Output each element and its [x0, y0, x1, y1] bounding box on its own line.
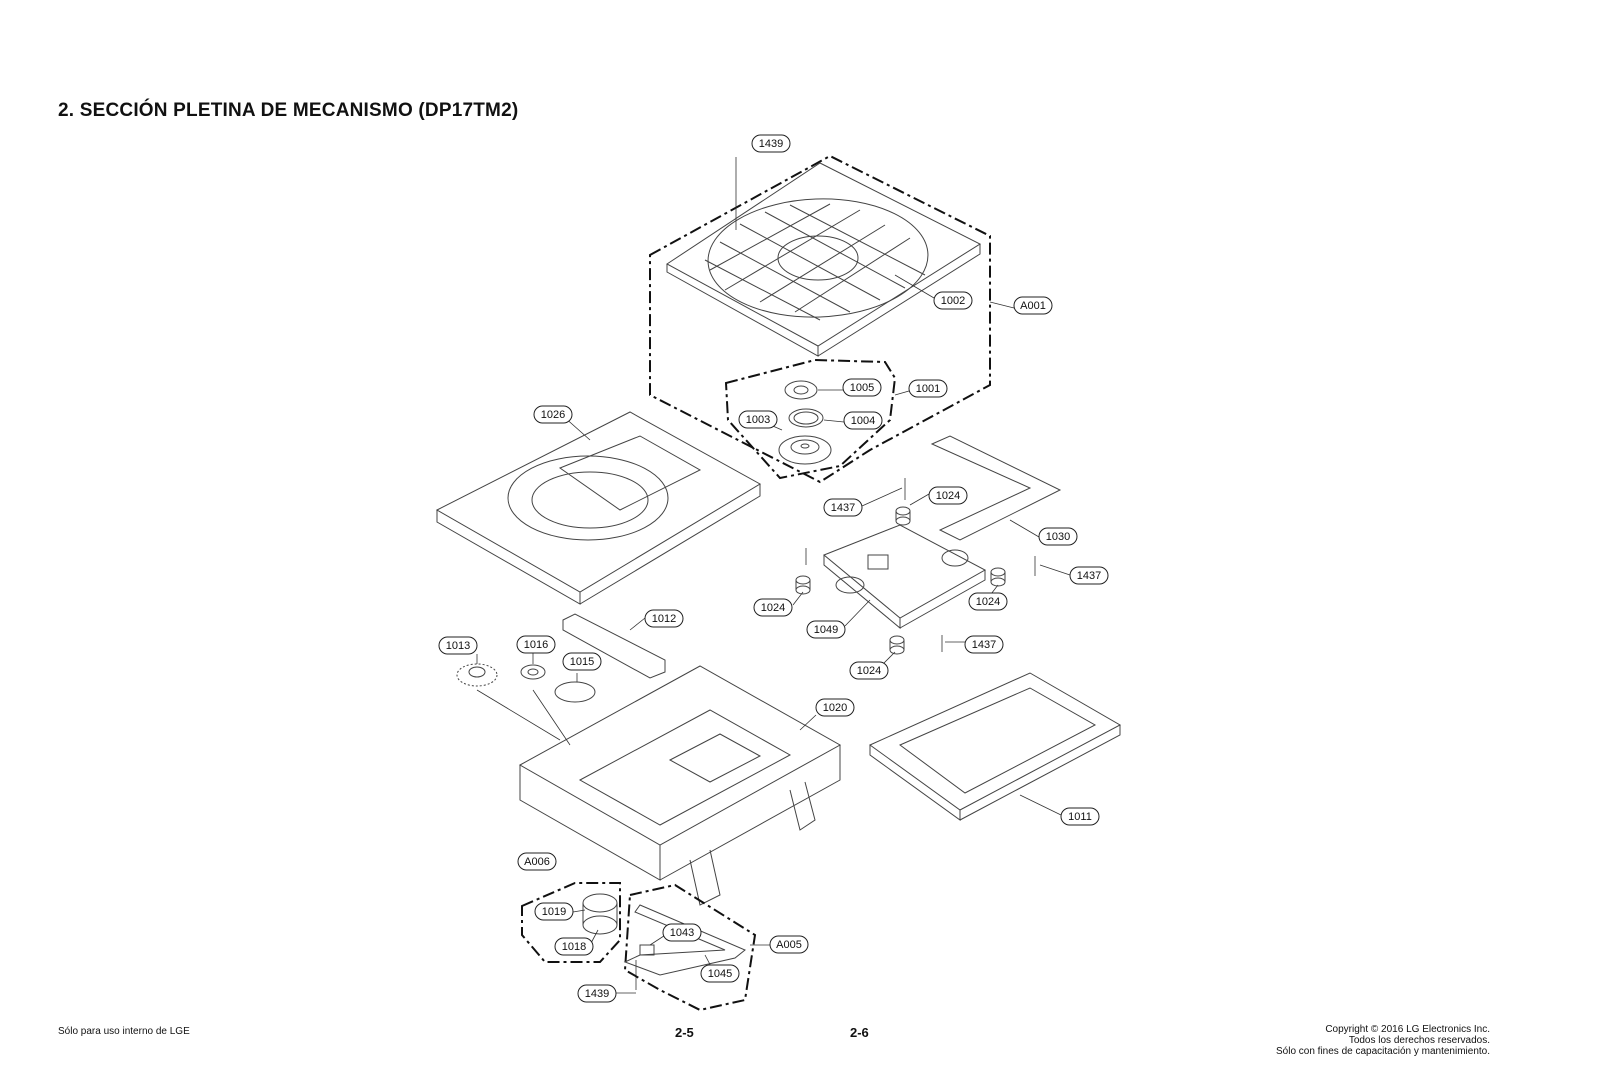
svg-text:A005: A005: [776, 939, 802, 951]
part-1011-bottom-cover: [869, 672, 1122, 821]
part-label: 1016: [516, 635, 556, 654]
leader-lines: [476, 274, 1071, 994]
svg-text:A006: A006: [524, 856, 550, 868]
page-number-left: 2-5: [675, 1025, 694, 1040]
part-label: 1001: [908, 379, 948, 398]
svg-text:1018: 1018: [562, 941, 586, 953]
page-title: 2. SECCIÓN PLETINA DE MECANISMO (DP17TM2…: [58, 100, 519, 121]
svg-text:1024: 1024: [857, 665, 881, 677]
svg-text:1013: 1013: [446, 640, 470, 652]
part-label: 1024: [849, 661, 889, 680]
part-label: 1049: [806, 620, 846, 639]
svg-text:1016: 1016: [524, 639, 548, 651]
part-1004-ring: [788, 408, 824, 428]
part-label: 1018: [554, 937, 594, 956]
part-label: 1030: [1038, 527, 1078, 546]
part-1012-rack: [562, 613, 666, 679]
part-label: 1020: [815, 698, 855, 717]
svg-text:A001: A001: [1020, 300, 1046, 312]
svg-text:1012: 1012: [652, 613, 676, 625]
training-line: Sólo con fines de capacitación y manteni…: [1275, 1046, 1490, 1057]
svg-text:1024: 1024: [761, 602, 785, 614]
part-label: A006: [517, 852, 557, 871]
part-label: 1024: [753, 598, 793, 617]
part-label: 1439: [751, 134, 791, 153]
part-label: 1437: [1069, 566, 1109, 585]
svg-text:1024: 1024: [976, 596, 1000, 608]
svg-text:1439: 1439: [759, 138, 783, 150]
part-label: 1045: [700, 964, 740, 983]
part-1024-damper-b: [795, 575, 811, 595]
svg-text:1005: 1005: [850, 382, 874, 394]
part-label: 1002: [933, 291, 973, 310]
part-label: 1012: [644, 609, 684, 628]
svg-text:1049: 1049: [814, 624, 838, 636]
part-1024-damper-d: [889, 635, 905, 655]
part-label: A001: [1013, 296, 1053, 315]
part-1016-pulley: [520, 664, 546, 680]
part-label: 1019: [534, 902, 574, 921]
svg-text:1024: 1024: [936, 490, 960, 502]
svg-text:1004: 1004: [851, 415, 875, 427]
part-1045-flex-board: [623, 904, 746, 976]
svg-text:1019: 1019: [542, 906, 566, 918]
part-label: 1024: [968, 592, 1008, 611]
copyright-line: Copyright © 2016 LG Electronics Inc.: [1325, 1024, 1490, 1035]
part-label: 1437: [823, 498, 863, 517]
part-label: 1439: [577, 984, 617, 1003]
part-1020-chassis: [518, 665, 842, 906]
part-label: 1026: [533, 405, 573, 424]
footer-internal-use: Sólo para uso interno de LGE: [58, 1026, 190, 1037]
part-1015-belt: [554, 681, 596, 703]
assembly-boundary-1001: [724, 358, 897, 480]
svg-text:1026: 1026: [541, 409, 565, 421]
assembly-boundary-a005: [623, 883, 757, 1012]
part-label: A005: [769, 935, 809, 954]
part-1049-pickup: [823, 524, 987, 630]
part-1030-flat-cable: [930, 435, 1062, 541]
part-1005-clamp: [784, 380, 818, 400]
svg-text:1001: 1001: [916, 383, 940, 395]
footer-copyright: Copyright © 2016 LG Electronics Inc. Tod…: [1276, 1024, 1490, 1057]
rights-line: Todos los derechos reservados.: [1348, 1035, 1490, 1046]
part-1002-tray: [666, 162, 982, 357]
svg-text:1045: 1045: [708, 968, 732, 980]
part-label: 1003: [738, 410, 778, 429]
svg-text:1437: 1437: [1077, 570, 1101, 582]
svg-text:1011: 1011: [1068, 811, 1092, 823]
svg-text:1043: 1043: [670, 927, 694, 939]
part-1024-damper-a: [895, 506, 911, 526]
part-1024-damper-c: [990, 567, 1006, 587]
part-label: 1043: [662, 923, 702, 942]
part-label: 1024: [928, 486, 968, 505]
screw-icon: [635, 157, 1036, 990]
part-1018-motor: [582, 893, 618, 935]
part-1013-gear: [456, 663, 498, 687]
part-label: 1015: [562, 652, 602, 671]
page-number-right: 2-6: [850, 1025, 869, 1040]
part-label: 1437: [964, 635, 1004, 654]
svg-text:1015: 1015: [570, 656, 594, 668]
svg-text:1437: 1437: [831, 502, 855, 514]
svg-text:1003: 1003: [746, 414, 770, 426]
svg-text:1020: 1020: [823, 702, 847, 714]
part-label: 1005: [842, 378, 882, 397]
svg-text:1437: 1437: [972, 639, 996, 651]
svg-text:1030: 1030: [1046, 531, 1070, 543]
svg-text:1439: 1439: [585, 988, 609, 1000]
part-label: 1011: [1060, 807, 1100, 826]
part-label: 1004: [843, 411, 883, 430]
assembly-boundary-a001: [649, 154, 991, 484]
part-1003-turntable: [778, 435, 832, 465]
svg-text:1002: 1002: [941, 295, 965, 307]
part-label: 1013: [438, 636, 478, 655]
part-1026-disc-tray: [435, 411, 762, 605]
